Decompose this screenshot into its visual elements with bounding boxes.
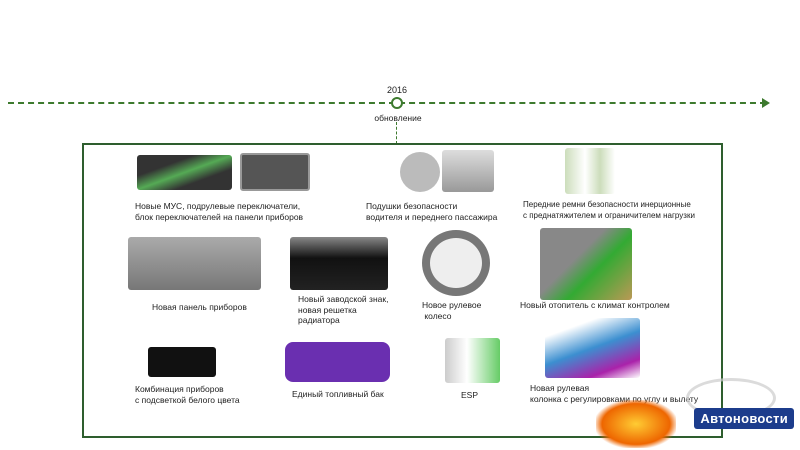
switches-image	[137, 155, 232, 190]
updates-frame	[82, 143, 723, 438]
item-label: Новый отопитель с климат контролем	[520, 300, 670, 310]
timeline-arrow-icon	[762, 98, 770, 108]
dashboard-image	[128, 237, 261, 290]
item-label: Новое рулевое колесо	[422, 300, 482, 321]
heater-image	[540, 228, 632, 300]
fuel-tank-image	[285, 342, 390, 382]
timeline-year: 2016	[386, 85, 408, 95]
item-label: Новые МУС, подрулевые переключатели,блок…	[135, 201, 304, 222]
car-flame-icon	[596, 400, 676, 448]
seatbelts-image	[565, 148, 615, 194]
timeline-marker	[391, 97, 403, 109]
steering-column-image	[545, 318, 640, 378]
esp-image	[445, 338, 500, 383]
switch-block-image	[240, 153, 310, 191]
grille-image	[290, 237, 388, 290]
steering-wheel-image	[422, 230, 490, 296]
timeline-connector	[396, 122, 397, 144]
timeline-line	[8, 102, 766, 104]
timeline-label: обновление	[374, 113, 422, 123]
item-label: Единый топливный бак	[292, 389, 384, 399]
watermark-text: Автоновости	[694, 408, 794, 429]
item-label: Новая панель приборов	[152, 302, 247, 312]
airbags-image	[400, 152, 440, 192]
airbag-passenger-image	[442, 150, 494, 192]
cluster-image	[148, 347, 216, 377]
item-label: ESP	[461, 390, 479, 400]
watermark-logo: Автоновости	[596, 378, 800, 450]
